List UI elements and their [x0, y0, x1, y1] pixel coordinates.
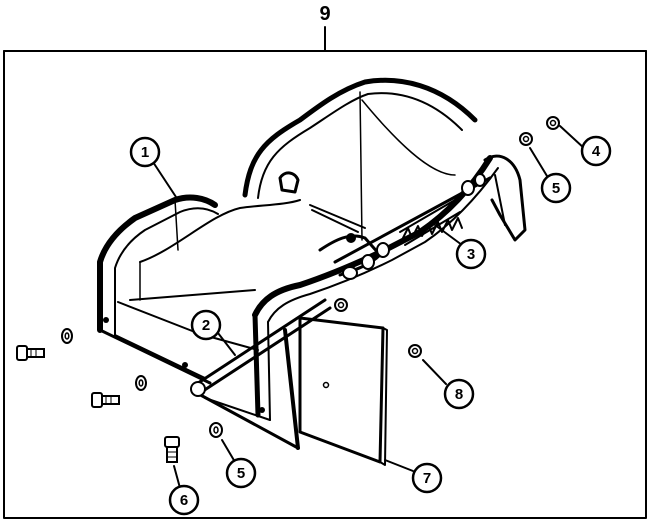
washer-bottom [209, 422, 223, 438]
assembly-bracket: 9 [3, 3, 647, 52]
bolt-bottom [164, 436, 180, 463]
cover-plate [298, 298, 388, 466]
callout-3: 3 [455, 238, 487, 270]
callout-5-upper: 5 [540, 172, 572, 204]
loose-hardware [16, 116, 560, 463]
bolt-left-upper [16, 345, 45, 361]
svg-text:8: 8 [455, 386, 463, 403]
callout-2: 2 [190, 309, 222, 341]
svg-text:3: 3 [467, 246, 475, 263]
leader-lines [152, 125, 586, 489]
svg-text:6: 6 [180, 492, 188, 509]
svg-text:2: 2 [202, 317, 210, 334]
svg-text:4: 4 [592, 143, 601, 160]
callout-1: 1 [129, 136, 161, 168]
washer-upper-right [519, 132, 533, 146]
spring-assembly [309, 173, 492, 280]
spring-coil [399, 199, 463, 246]
assembly-number: 9 [319, 3, 330, 25]
svg-text:5: 5 [237, 465, 245, 482]
figure-border [3, 50, 647, 519]
svg-text:1: 1 [141, 144, 149, 161]
nut-upper-right [546, 116, 560, 130]
callout-6: 6 [168, 484, 200, 516]
svg-text:7: 7 [423, 470, 431, 487]
washer-left-lower [135, 375, 147, 391]
callout-8: 8 [443, 378, 475, 410]
pivot-rod [190, 298, 332, 397]
callout-4: 4 [580, 135, 612, 167]
bolt-left-lower [91, 392, 120, 408]
svg-text:5: 5 [552, 180, 560, 197]
callout-7: 7 [411, 462, 443, 494]
callout-5-lower: 5 [225, 457, 257, 489]
washer-left-upper [61, 328, 73, 344]
nut-right [408, 344, 422, 358]
